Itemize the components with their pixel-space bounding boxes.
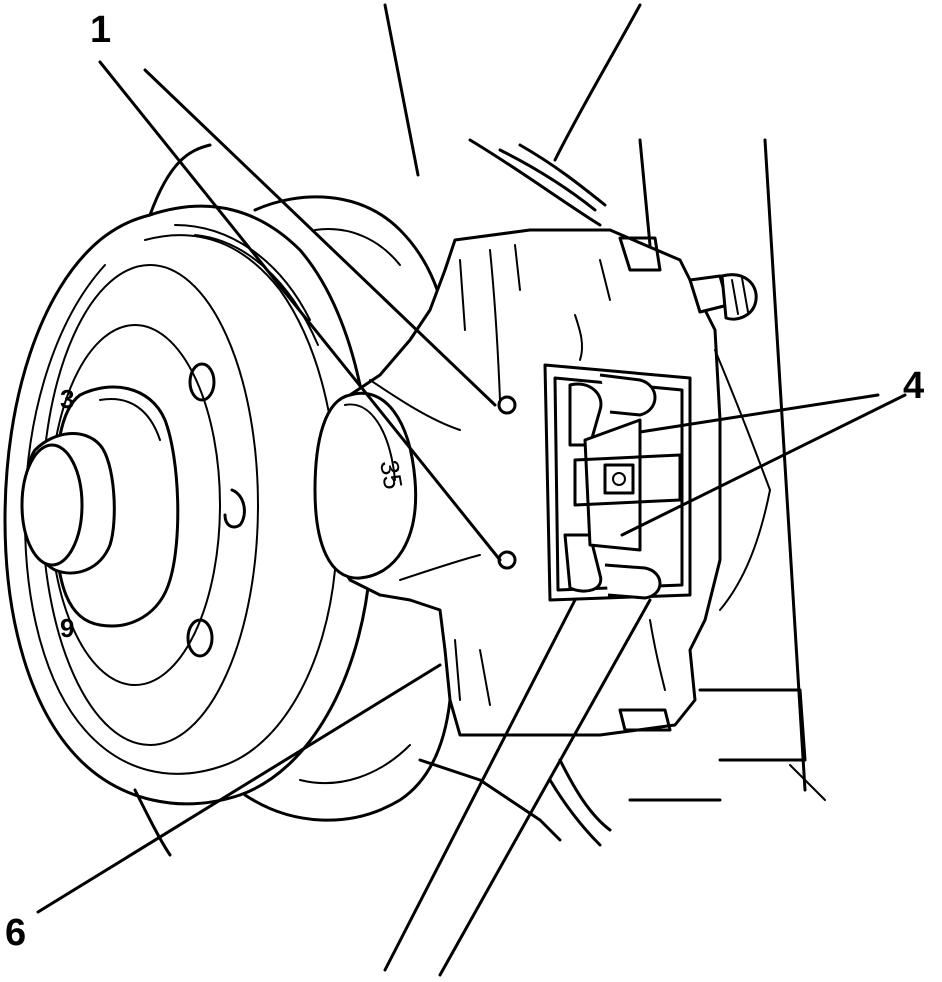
leader-line-4b — [620, 393, 907, 537]
caliper-engraving: 35 — [374, 458, 409, 492]
leader-line-4a — [638, 393, 880, 434]
leader-line-lower-b — [438, 598, 652, 977]
stud-engraving-top: 3 — [60, 384, 74, 414]
caliper-piston-boss: 35 — [313, 391, 517, 580]
leader-line-lower-a — [383, 598, 577, 972]
brake-pads — [543, 363, 692, 602]
leader-line-6 — [36, 663, 442, 914]
caliper-bolt-icon — [497, 395, 517, 415]
stud-engraving-bottom: 9 — [60, 613, 74, 643]
brake-disc — [243, 195, 612, 847]
callout-4: 4 — [903, 365, 924, 407]
stud-icon — [188, 362, 216, 402]
bleed-screw — [688, 273, 758, 321]
stud-hole-icon — [223, 488, 246, 529]
suspension-strut — [383, 3, 826, 802]
callout-6: 6 — [5, 912, 26, 954]
leader-line-1a — [98, 60, 502, 562]
leader-lines — [36, 60, 907, 977]
callout-1: 1 — [90, 9, 111, 51]
leader-line-1b — [143, 68, 497, 407]
hub-cap — [20, 432, 116, 575]
brake-line — [468, 3, 642, 227]
stud-icon — [186, 618, 214, 658]
wheel-studs — [186, 362, 246, 658]
